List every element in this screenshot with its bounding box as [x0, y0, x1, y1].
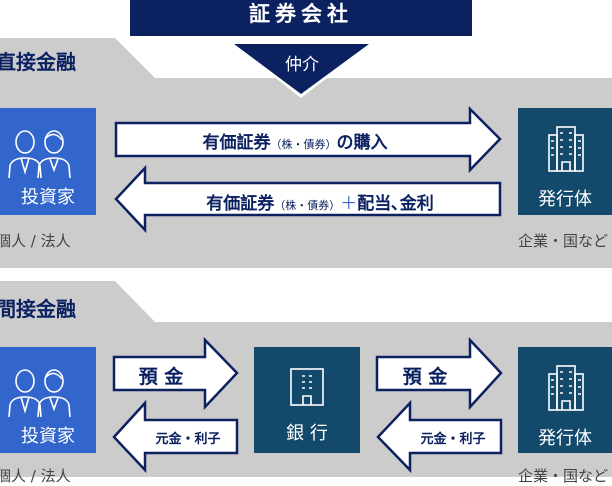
arrow-left-dividend — [114, 164, 502, 234]
investor-label: 投資家 — [21, 187, 75, 208]
bank-building-icon — [290, 368, 324, 406]
deposit-label-1: 預 金 — [138, 366, 184, 388]
direct-section-label: 直接金融 — [0, 50, 76, 74]
arrow-right-deposit-1 — [112, 336, 239, 411]
securities-paren: （株・債券） — [270, 138, 337, 151]
issuer-box-indirect: 発行体 — [518, 347, 612, 453]
bank-box: 銀 行 — [254, 347, 360, 453]
repay-label-2: 元金・利子 — [420, 432, 486, 447]
investor-box-indirect: 投資家 — [0, 347, 96, 453]
securities-paren: （株・債券） — [274, 199, 341, 212]
securities-text: 有価証券 — [202, 133, 271, 153]
investor-caption: 個人 / 法人 — [0, 467, 71, 485]
issuer-box-direct: 発行体 — [518, 108, 612, 215]
investors-icon — [8, 369, 71, 418]
plus-sign: ＋ — [340, 194, 358, 214]
investor-caption: 個人 / 法人 — [0, 232, 71, 250]
building-icon — [548, 126, 584, 172]
securities-text: 有価証券 — [206, 194, 275, 214]
bank-label: 銀 行 — [286, 423, 328, 444]
arrow-right-purchase — [114, 105, 502, 174]
arrow-left-repay-1 — [112, 399, 239, 474]
securities-company-box: 証券会社 — [130, 0, 472, 36]
investors-icon — [8, 130, 71, 179]
dividend-arrow-label: 有価証券（株・債券）＋配当､金利 — [150, 189, 490, 214]
purchase-text: の購入 — [336, 133, 388, 153]
header-title: 証券会社 — [249, 2, 353, 26]
purchase-arrow-label: 有価証券（株・債券）の購入 — [130, 128, 460, 153]
arrow-right-deposit-2 — [375, 336, 503, 411]
building-icon — [548, 365, 584, 411]
repay-label-1: 元金・利子 — [155, 432, 221, 447]
indirect-section-label: 間接金融 — [0, 297, 76, 321]
investor-box-direct: 投資家 — [0, 108, 96, 215]
issuer-caption: 企業・国など — [518, 232, 609, 250]
issuer-caption: 企業・国など — [518, 467, 609, 485]
issuer-label: 発行体 — [538, 428, 592, 449]
intermediary-triangle — [234, 44, 369, 94]
investor-label: 投資家 — [21, 426, 75, 447]
intermediary-label: 仲介 — [285, 55, 319, 75]
issuer-label: 発行体 — [538, 189, 592, 210]
arrow-left-repay-2 — [376, 399, 503, 474]
deposit-label-2: 預 金 — [402, 366, 448, 388]
dividend-text: 配当､金利 — [357, 194, 434, 214]
